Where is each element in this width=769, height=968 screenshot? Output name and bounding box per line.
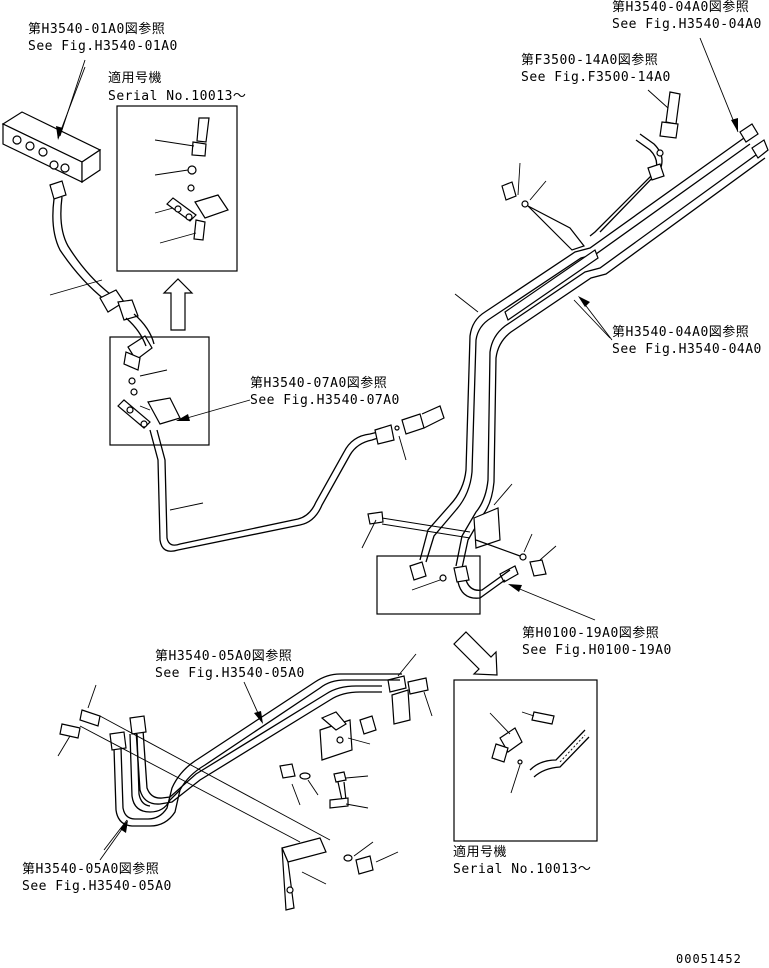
ref-05a0-bottom-jp: 第H3540-05A0図参照 [22, 861, 159, 877]
ref-label-05a0-top: 第H3540-05A0図参照 See Fig.H3540-05A0 [155, 648, 305, 681]
ref-01a0-jp: 第H3540-01A0図参照 [28, 21, 165, 37]
tube-left-to-center [149, 405, 445, 552]
ref-label-04a0-mid: 第H3540-04A0図参照 See Fig.H3540-04A0 [612, 324, 762, 357]
ref-04a0-mid-en: See Fig.H3540-04A0 [612, 342, 762, 357]
ref-h0100-en: See Fig.H0100-19A0 [522, 643, 672, 658]
ref-04a0-mid-jp: 第H3540-04A0図参照 [612, 324, 749, 340]
ref-07a0-jp: 第H3540-07A0図参照 [250, 375, 387, 391]
ref-label-04a0-top: 第H3540-04A0図参照 See Fig.H3540-04A0 [612, 0, 762, 32]
serial-note-lower: 適用号機 Serial No.10013～ [453, 844, 591, 877]
serial-upper-jp: 適用号機 [108, 70, 162, 86]
leader-arrows [56, 37, 739, 861]
serial-upper-en: Serial No.10013～ [108, 89, 246, 104]
arrow-down-icon [453, 631, 498, 676]
ref-f3500-jp: 第F3500-14A0図参照 [521, 52, 658, 68]
ref-04a0-top-jp: 第H3540-04A0図参照 [612, 0, 749, 15]
center-clip-bracket [361, 483, 557, 599]
ref-05a0-bottom-en: See Fig.H3540-05A0 [22, 879, 172, 894]
detail-box-upper-serial [116, 105, 238, 272]
ref-label-05a0-bottom: 第H3540-05A0図参照 See Fig.H3540-05A0 [22, 861, 172, 894]
ref-05a0-top-en: See Fig.H3540-05A0 [155, 666, 305, 681]
manifold-block [1, 66, 102, 184]
serial-lower-en: Serial No.10013～ [453, 862, 591, 877]
ref-label-h0100: 第H0100-19A0図参照 See Fig.H0100-19A0 [522, 625, 672, 658]
serial-note-upper: 適用号機 Serial No.10013～ [108, 70, 246, 104]
ref-05a0-top-jp: 第H3540-05A0図参照 [155, 648, 292, 664]
ref-label-01a0: 第H3540-01A0図参照 See Fig.H3540-01A0 [28, 21, 178, 54]
drawing-number: 00051452 [676, 952, 742, 966]
arrow-up-icon [162, 278, 194, 331]
serial-lower-jp: 適用号機 [453, 844, 507, 860]
detail-box-left-bracket [109, 335, 210, 446]
ref-h0100-jp: 第H0100-19A0図参照 [522, 625, 659, 641]
ref-label-07a0: 第H3540-07A0図参照 See Fig.H3540-07A0 [250, 375, 400, 408]
lower-tube-assembly [57, 653, 433, 911]
right-tube-bundle [419, 123, 769, 569]
ref-04a0-top-en: See Fig.H3540-04A0 [612, 17, 762, 32]
ref-label-f3500: 第F3500-14A0図参照 See Fig.F3500-14A0 [521, 52, 671, 85]
hose-manifold-down [49, 180, 155, 347]
ref-07a0-en: See Fig.H3540-07A0 [250, 393, 400, 408]
ref-f3500-en: See Fig.F3500-14A0 [521, 70, 671, 85]
ref-01a0-en: See Fig.H3540-01A0 [28, 39, 178, 54]
detail-box-center [376, 555, 481, 615]
hose-end-f3500 [647, 89, 681, 139]
detail-box-lower-serial [453, 679, 598, 842]
